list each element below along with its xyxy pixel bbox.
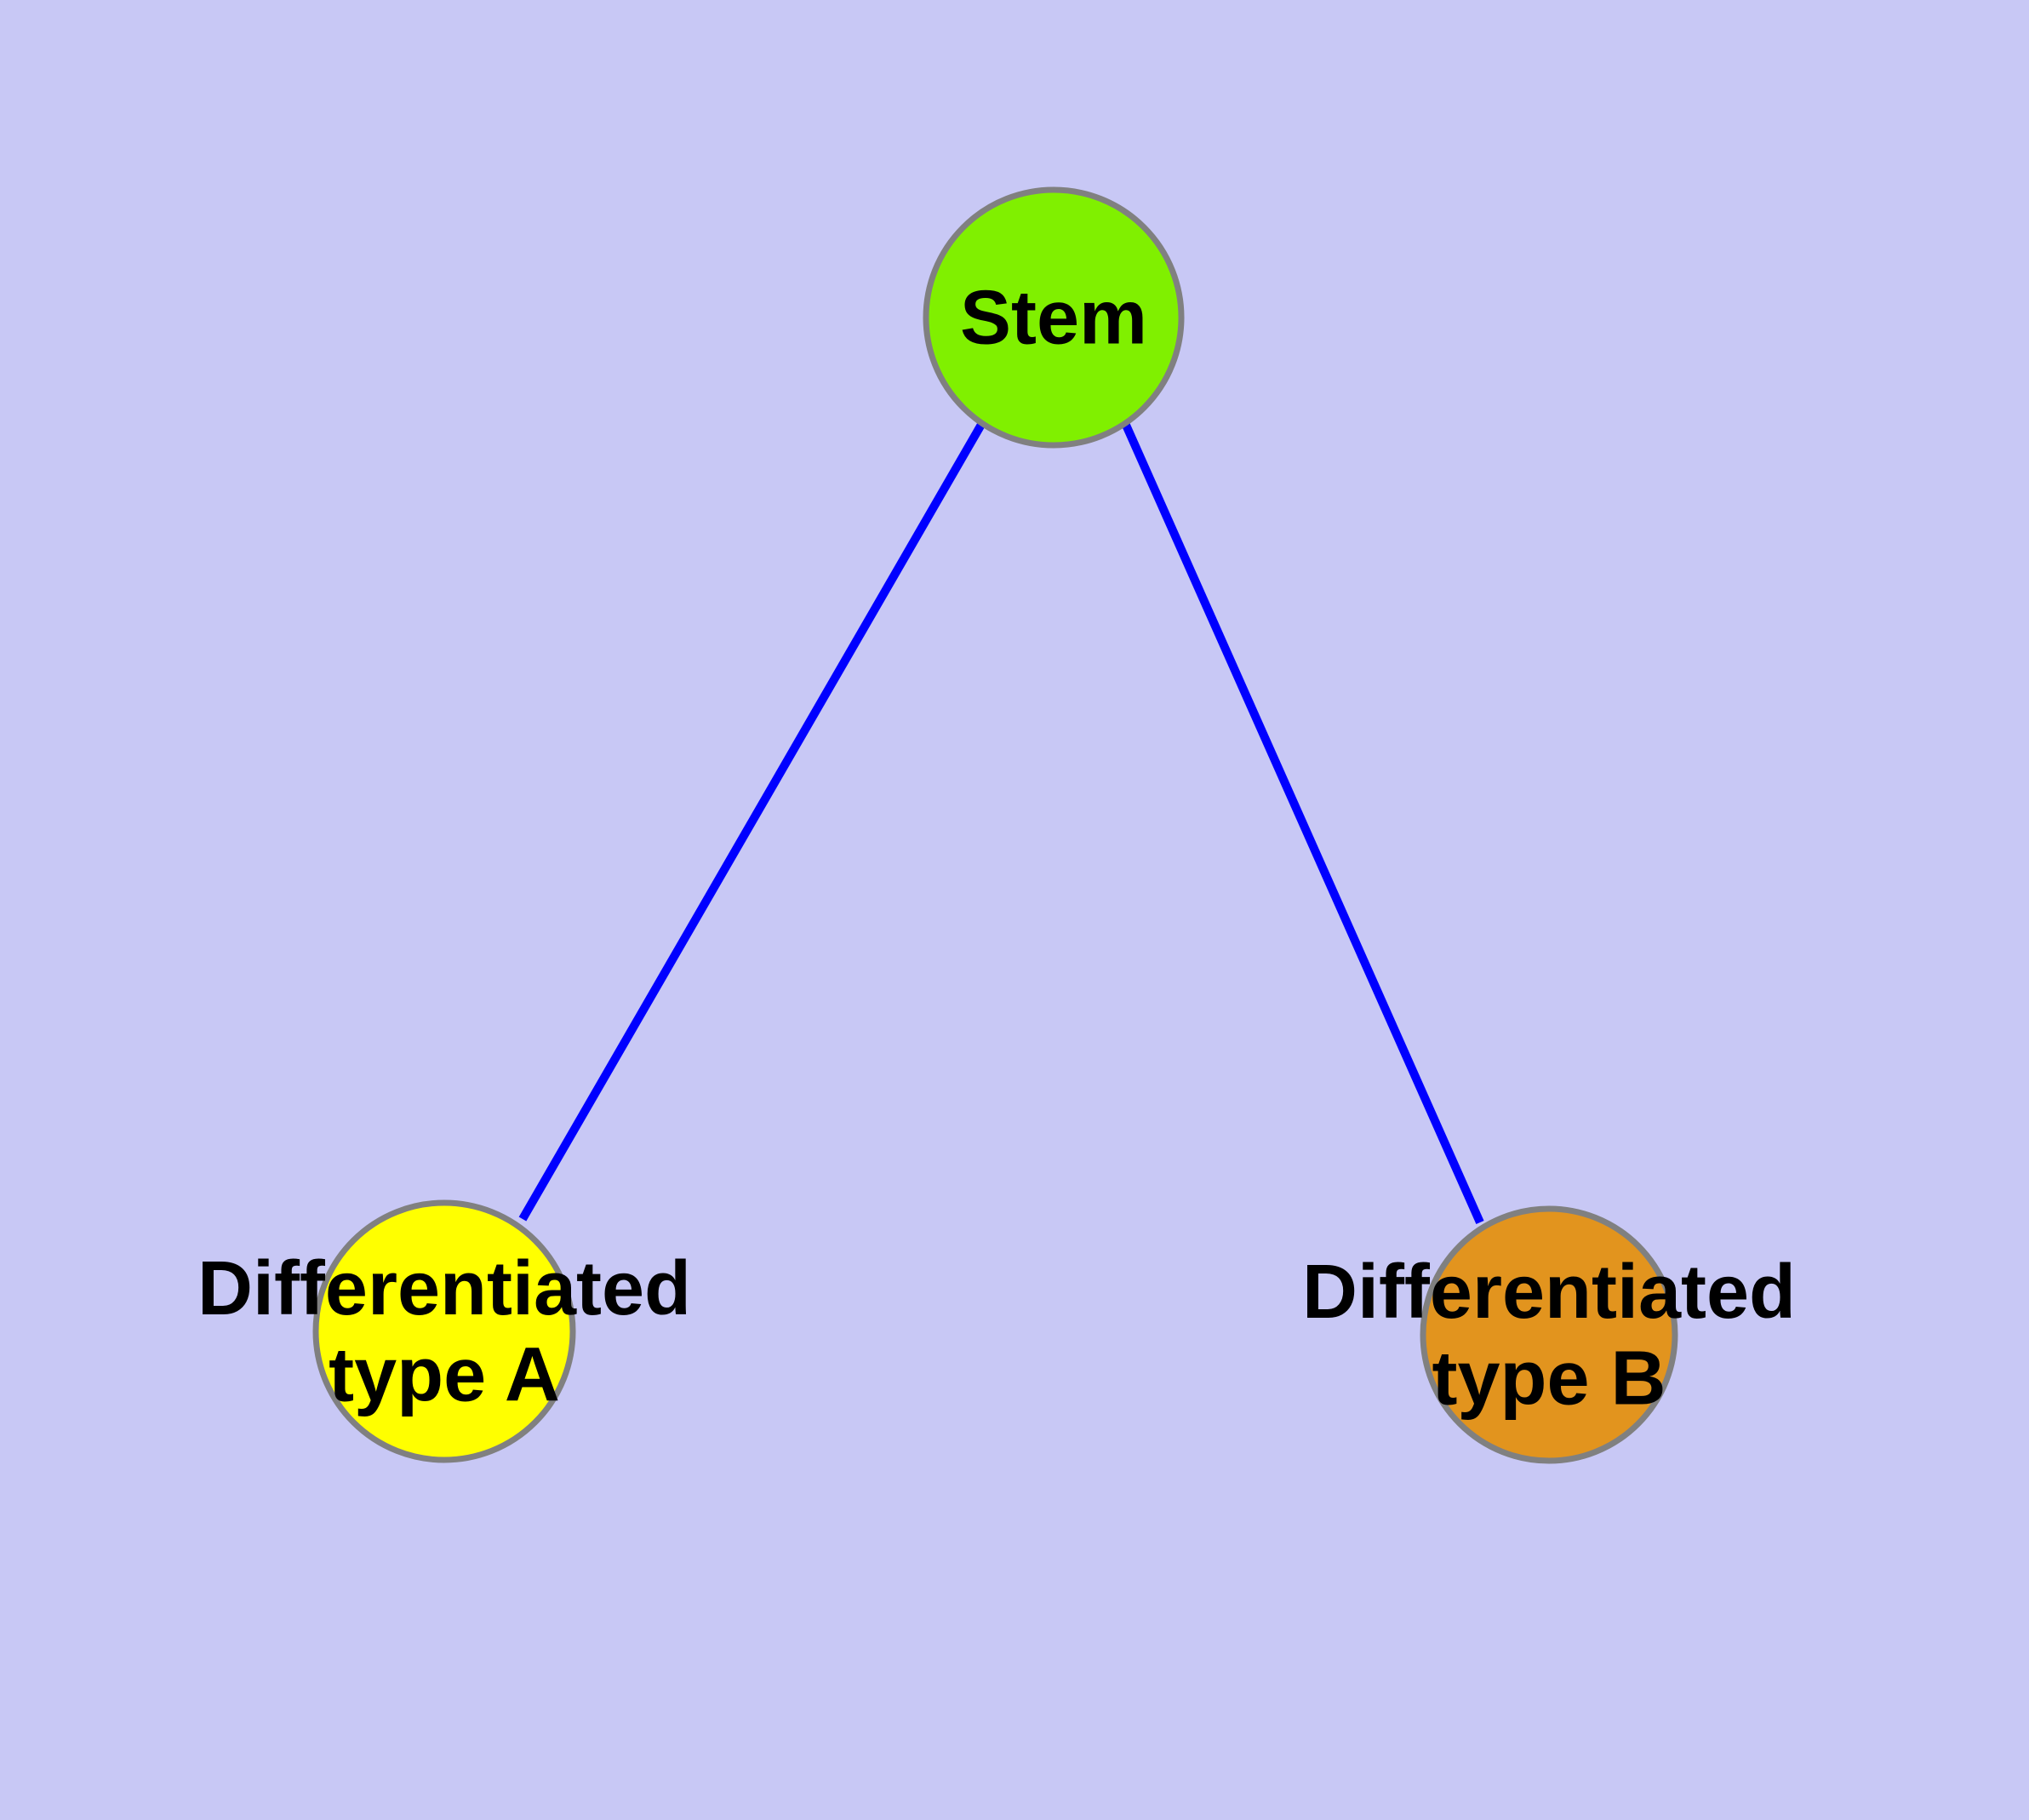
edge-stem-to-differentiated-type-b[interactable] xyxy=(1121,421,1484,1225)
node-differentiated-type-a-circle[interactable] xyxy=(312,1199,576,1463)
node-label-line: Stem xyxy=(960,276,1147,361)
node-stem-circle[interactable] xyxy=(923,186,1185,449)
node-label-line: Differentiated xyxy=(1302,1250,1796,1335)
node-label-line: Differentiated xyxy=(197,1246,691,1331)
edges-layer xyxy=(518,421,1484,1225)
node-stem-label: Stem xyxy=(960,276,1147,361)
node-label-line: type B xyxy=(1432,1336,1666,1421)
edge-stem-to-differentiated-type-a[interactable] xyxy=(518,421,986,1222)
node-label-line: type A xyxy=(329,1332,560,1417)
node-differentiated-type-b-circle[interactable] xyxy=(1420,1205,1678,1464)
node-stem[interactable]: Stem xyxy=(923,186,1185,449)
